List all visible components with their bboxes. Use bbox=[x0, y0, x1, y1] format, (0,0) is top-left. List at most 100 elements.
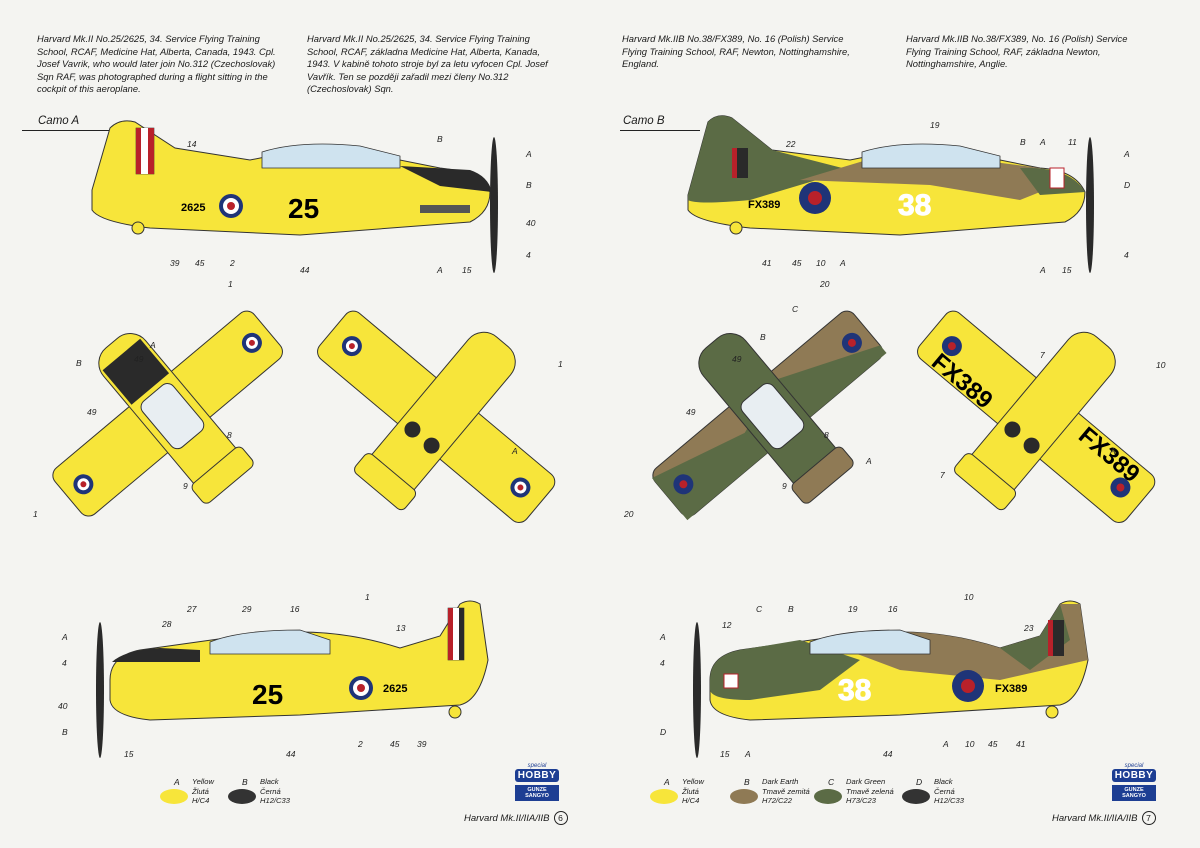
svg-text:11: 11 bbox=[1068, 137, 1077, 147]
svg-text:15: 15 bbox=[124, 749, 134, 759]
top-view bbox=[652, 310, 887, 521]
svg-text:22: 22 bbox=[785, 139, 796, 149]
svg-text:4: 4 bbox=[62, 658, 67, 668]
svg-text:14: 14 bbox=[187, 139, 197, 149]
svg-text:19: 19 bbox=[848, 604, 858, 614]
caption-english: Harvard Mk.IIB No.38/FX389, No. 16 (Poli… bbox=[622, 33, 850, 70]
svg-text:29: 29 bbox=[241, 604, 252, 614]
svg-text:4: 4 bbox=[1124, 250, 1129, 260]
svg-text:A: A bbox=[436, 265, 443, 275]
svg-text:7: 7 bbox=[1040, 350, 1045, 360]
svg-text:1: 1 bbox=[33, 509, 38, 519]
side-view-left-profile: 2625 25 bbox=[91, 120, 498, 273]
camo-label: Camo A bbox=[38, 115, 80, 127]
svg-text:8: 8 bbox=[227, 430, 232, 440]
side-view-left-profile: FX389 38 bbox=[687, 115, 1094, 273]
svg-text:D: D bbox=[660, 727, 666, 737]
top-view bbox=[52, 310, 283, 517]
svg-text:1: 1 bbox=[558, 359, 563, 369]
svg-text:A: A bbox=[511, 446, 518, 456]
svg-text:49: 49 bbox=[686, 407, 696, 417]
svg-text:B: B bbox=[1020, 137, 1026, 147]
svg-text:12: 12 bbox=[722, 620, 732, 630]
svg-text:39: 39 bbox=[417, 739, 427, 749]
side-view-right-profile: FX389 38 bbox=[693, 600, 1089, 758]
svg-text:45: 45 bbox=[792, 258, 802, 268]
svg-text:A: A bbox=[659, 632, 666, 642]
svg-text:D: D bbox=[1124, 180, 1130, 190]
svg-text:20: 20 bbox=[819, 279, 830, 289]
side-view-right-profile: 2625 25 bbox=[96, 600, 489, 758]
svg-text:4: 4 bbox=[526, 250, 531, 260]
caption-czech: Harvard Mk.IIB No.38/FX389, No. 16 (Poli… bbox=[906, 33, 1128, 70]
svg-text:15: 15 bbox=[1062, 265, 1072, 275]
svg-text:49: 49 bbox=[732, 354, 742, 364]
svg-text:23: 23 bbox=[1023, 623, 1034, 633]
svg-text:45: 45 bbox=[390, 739, 400, 749]
svg-text:49: 49 bbox=[134, 354, 144, 364]
svg-text:A: A bbox=[1039, 265, 1046, 275]
svg-text:7: 7 bbox=[940, 470, 945, 480]
svg-text:B: B bbox=[76, 358, 82, 368]
camo-underline bbox=[22, 130, 112, 131]
svg-text:A: A bbox=[744, 749, 751, 759]
side-code-text-lower: FX389 bbox=[995, 683, 1027, 695]
camo-label: Camo B bbox=[623, 115, 665, 127]
svg-text:B: B bbox=[526, 180, 532, 190]
svg-text:4: 4 bbox=[660, 658, 665, 668]
svg-text:15: 15 bbox=[462, 265, 472, 275]
side-number-text: 25 bbox=[288, 193, 319, 224]
svg-text:A: A bbox=[149, 340, 156, 350]
svg-text:45: 45 bbox=[988, 739, 998, 749]
svg-text:41: 41 bbox=[1016, 739, 1026, 749]
side-code-text: 2625 bbox=[181, 202, 205, 214]
camo-b-artwork: FX389 38 FX389 FX389 bbox=[623, 115, 1166, 759]
svg-text:B: B bbox=[760, 332, 766, 342]
svg-text:B: B bbox=[62, 727, 68, 737]
svg-text:C: C bbox=[792, 304, 799, 314]
svg-text:9: 9 bbox=[782, 481, 787, 491]
camo-underline bbox=[620, 130, 700, 131]
svg-text:19: 19 bbox=[930, 120, 940, 130]
svg-text:44: 44 bbox=[300, 265, 310, 275]
svg-text:A: A bbox=[865, 456, 872, 466]
svg-text:1: 1 bbox=[365, 592, 370, 602]
callouts-left: 14 B A B 40 4 15 A 44 2 45 39 1 A 49 B 4… bbox=[33, 134, 563, 759]
footer-title: Harvard Mk.II/IIA/IIB bbox=[464, 813, 550, 824]
special-hobby-logo: special HOBBY GUNZE SANGYO bbox=[1112, 763, 1156, 801]
svg-text:2: 2 bbox=[357, 739, 363, 749]
callouts-right: 19 22 B A 11 A D 4 A 15 41 45 10 A 20 C … bbox=[623, 120, 1166, 759]
right-page: Harvard Mk.IIB No.38/FX389, No. 16 (Poli… bbox=[600, 0, 1200, 848]
svg-text:49: 49 bbox=[87, 407, 97, 417]
svg-text:16: 16 bbox=[888, 604, 898, 614]
svg-text:10: 10 bbox=[1156, 360, 1166, 370]
svg-text:A: A bbox=[61, 632, 68, 642]
svg-text:A: A bbox=[839, 258, 846, 268]
svg-text:B: B bbox=[437, 134, 443, 144]
svg-text:28: 28 bbox=[161, 619, 172, 629]
svg-text:40: 40 bbox=[526, 218, 536, 228]
side-code-text-lower: 2625 bbox=[383, 683, 407, 695]
camo-a-artwork: 2625 25 bbox=[33, 120, 563, 759]
svg-text:39: 39 bbox=[170, 258, 180, 268]
svg-text:41: 41 bbox=[762, 258, 772, 268]
caption-czech: Harvard Mk.II No.25/2625, 34. Service Fl… bbox=[307, 33, 548, 95]
svg-text:10: 10 bbox=[964, 592, 974, 602]
bottom-view: FX389 FX389 bbox=[917, 310, 1156, 523]
svg-text:A: A bbox=[1109, 446, 1116, 456]
svg-text:A: A bbox=[942, 739, 949, 749]
svg-text:C: C bbox=[756, 604, 763, 614]
svg-text:45: 45 bbox=[195, 258, 205, 268]
svg-text:A: A bbox=[1123, 149, 1130, 159]
svg-text:10: 10 bbox=[965, 739, 975, 749]
svg-text:16: 16 bbox=[290, 604, 300, 614]
svg-text:9: 9 bbox=[183, 481, 188, 491]
svg-text:15: 15 bbox=[720, 749, 730, 759]
svg-text:10: 10 bbox=[816, 258, 826, 268]
side-code-text: FX389 bbox=[748, 199, 780, 211]
footer-title: Harvard Mk.II/IIA/IIB bbox=[1052, 813, 1138, 824]
left-page: Harvard Mk.II No.25/2625, 34. Service Fl… bbox=[22, 33, 568, 825]
side-number-text-lower: 38 bbox=[838, 674, 871, 707]
